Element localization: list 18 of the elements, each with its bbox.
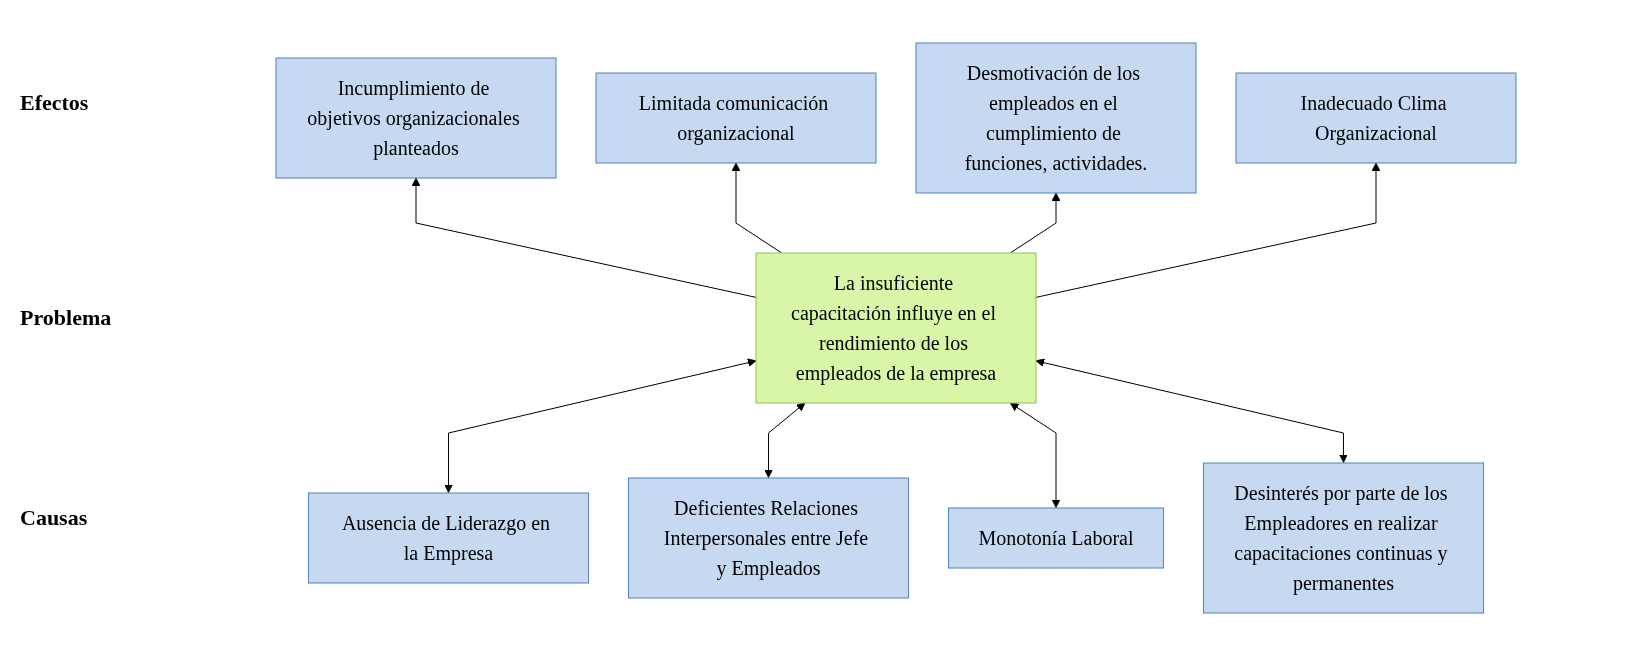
arrow: [764, 402, 806, 478]
node-box: Incumplimiento de objetivos organizacionales planteados: [275, 57, 557, 178]
arrow: [444, 357, 757, 493]
row-heading: Efectos: [20, 90, 89, 116]
row-heading: Causas: [20, 505, 88, 531]
node-box: Monotonía Laboral: [948, 507, 1164, 568]
node-box: Desinterés por parte de los Empleadores en realizar capacitaciones continuas y permanentes: [1203, 462, 1484, 613]
node-box: Inadecuado Clima Organizacional: [1235, 72, 1517, 163]
node-box: Ausencia de Liderazgo en la Empresa: [308, 492, 589, 583]
row-heading: Problema: [20, 305, 112, 331]
arrow: [1035, 357, 1348, 463]
node-box: Limitada comunicación organizacional: [595, 72, 877, 163]
arrow: [1035, 162, 1381, 298]
arrow: [411, 177, 757, 298]
node-box: Deficientes Relaciones Interpersonales entre Jefe y Empleados: [628, 477, 909, 598]
node-box: Desmotivación de los empleados en el cumplimiento de funciones, actividades.: [915, 42, 1197, 193]
arrow: [1009, 402, 1061, 508]
node-box: La insuficiente capacitación influye en el rendimiento de los empleados de la empresa: [755, 252, 1037, 403]
